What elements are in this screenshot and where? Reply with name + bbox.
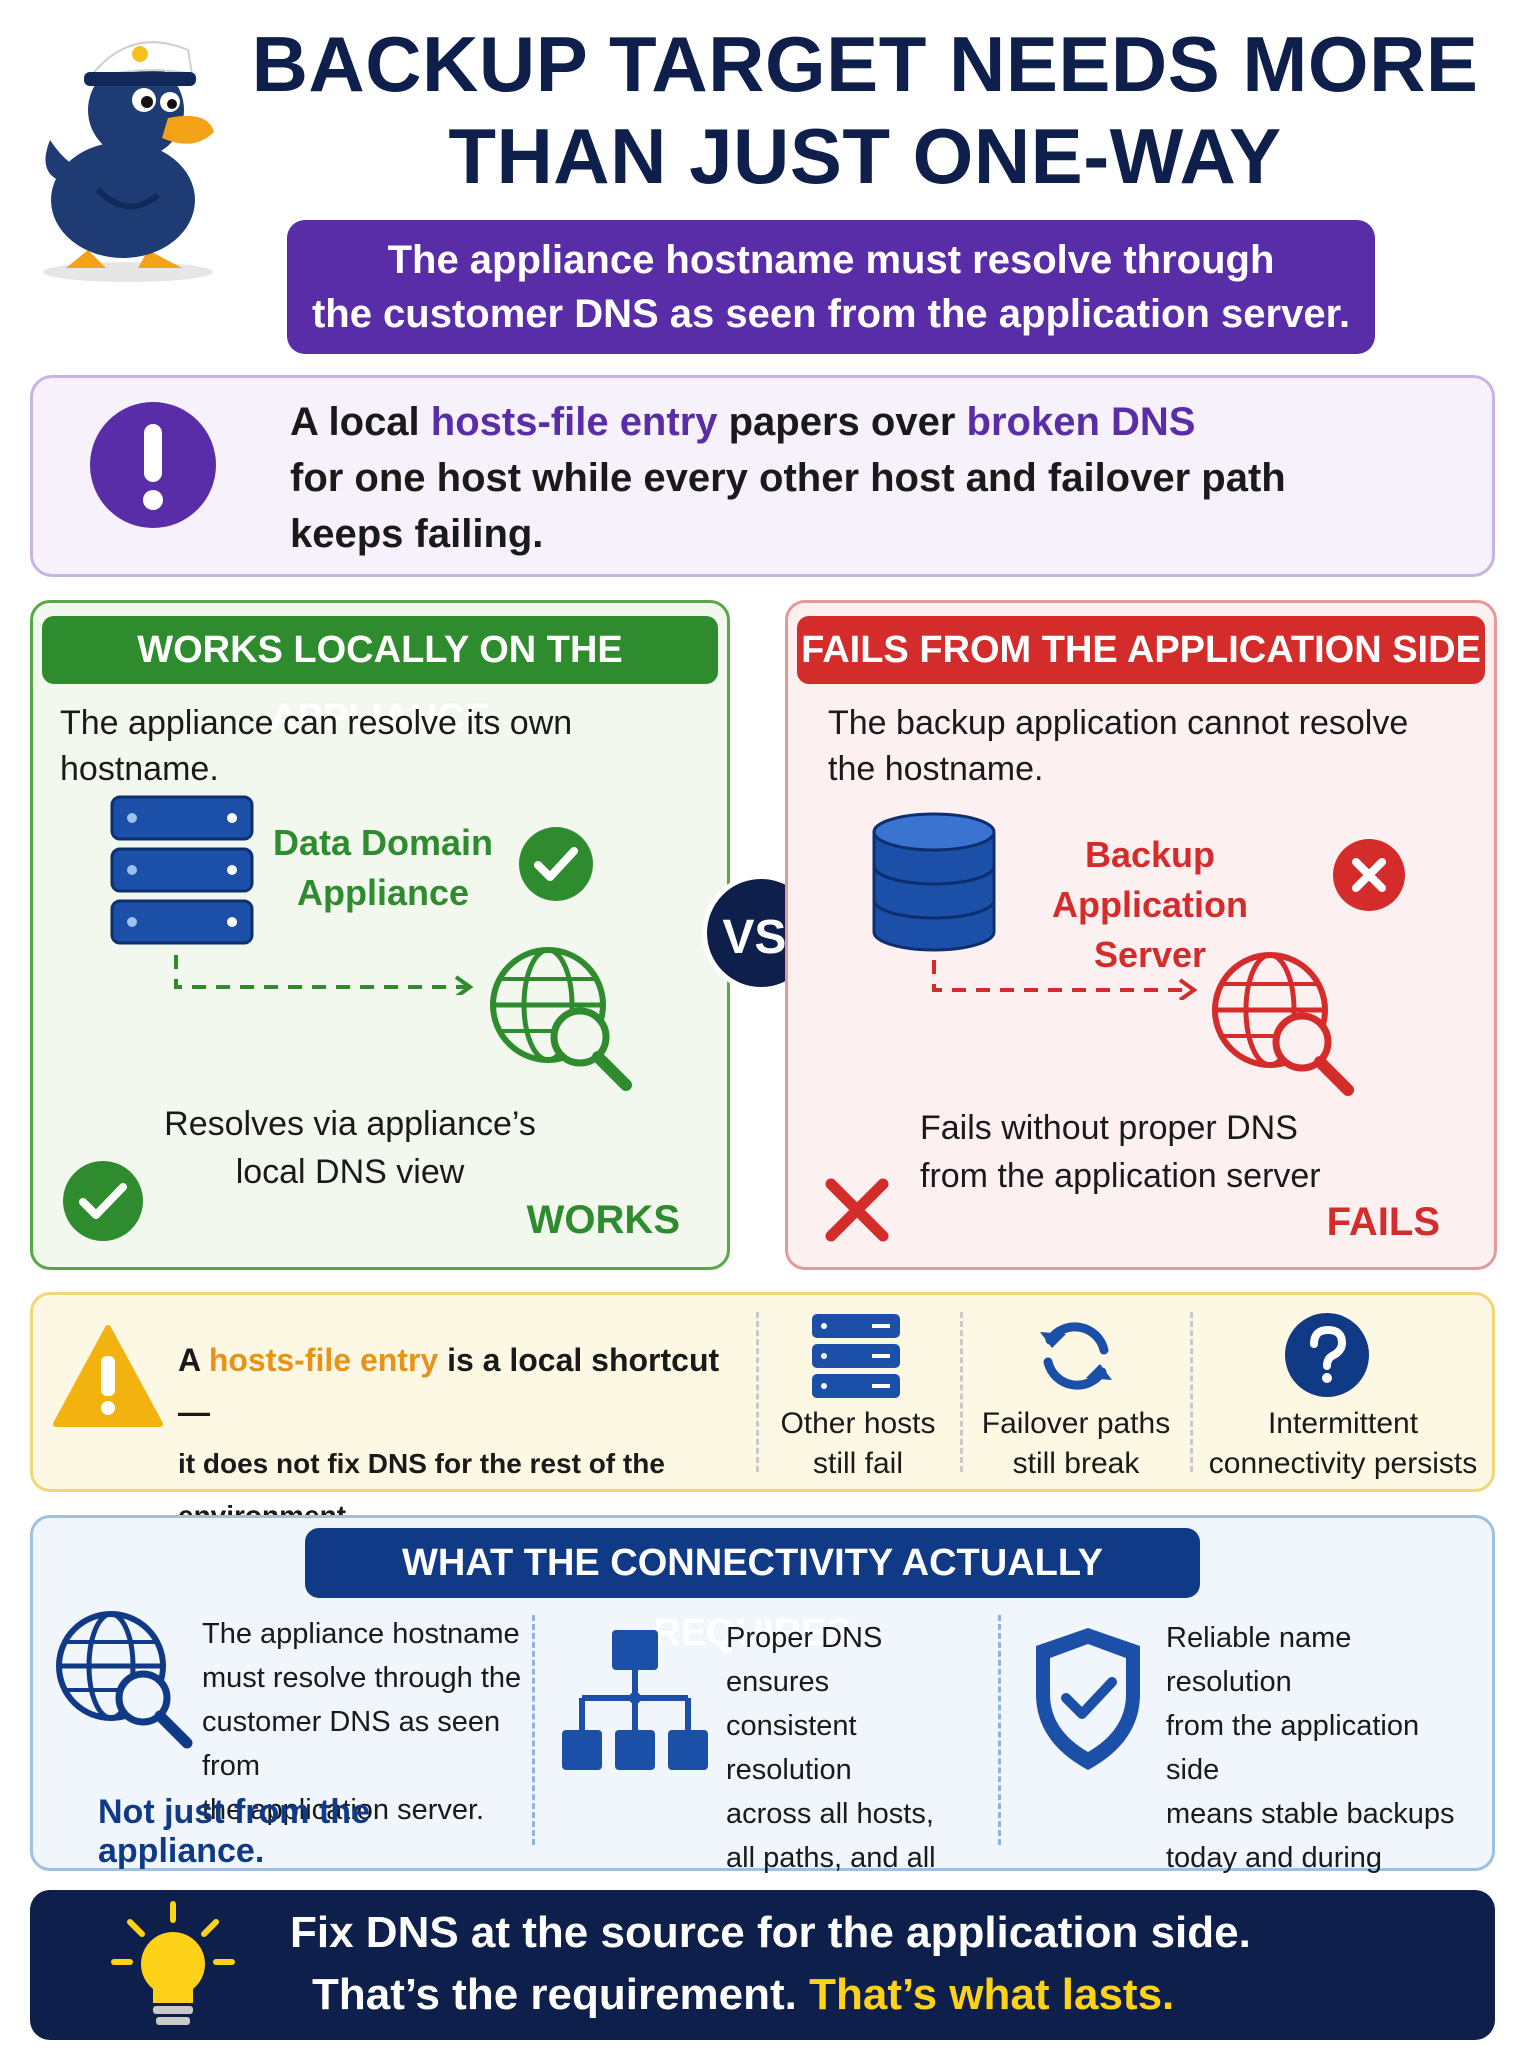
requirement-appliance-text: The appliance hostname must resolve thro… [202, 1612, 522, 1832]
exclamation-icon [90, 402, 216, 528]
hosts-file-highlight: hosts-file entry [208, 1342, 439, 1378]
desc-line-1: The backup application cannot resolve [828, 704, 1409, 742]
server-stack-icon [812, 1314, 900, 1398]
requirement-proper-dns-text: Proper DNS ensures consistent resolution… [726, 1616, 986, 1924]
text-line: customer DNS as seen from [202, 1706, 501, 1782]
fails-status: FAILS [1326, 1200, 1440, 1244]
callout-text-part: papers over [717, 400, 967, 444]
text-line: consistent resolution [726, 1710, 857, 1786]
subtitle-banner: The appliance hostname must resolve thro… [287, 220, 1375, 354]
dashed-arrow-icon [174, 955, 474, 995]
x-circle-icon [1333, 839, 1405, 911]
caption-line-1: Fails without proper DNS [920, 1109, 1298, 1147]
other-hosts-label: Other hosts still fail [760, 1404, 956, 1484]
label-line-1: Other hosts [780, 1407, 936, 1440]
label-line-1: Failover paths [981, 1407, 1171, 1440]
caption-line-1: Resolves via appliance’s [164, 1105, 536, 1143]
data-domain-appliance-label: Data Domain Appliance [268, 818, 498, 918]
globe-search-icon [56, 1611, 193, 1749]
not-just-appliance-emphasis: Not just from the appliance. [98, 1793, 370, 1870]
divider [756, 1312, 759, 1472]
subtitle-line-1: The appliance hostname must resolve thro… [387, 238, 1275, 282]
footer-highlight: That’s what lasts. [809, 1970, 1175, 2019]
lightbulb-icon [111, 1901, 235, 2025]
title-line-1: BACKUP TARGET NEEDS MORE [251, 20, 1479, 108]
caption-line-2: from the application server [920, 1157, 1321, 1195]
hosts-file-highlight: hosts-file entry [430, 400, 718, 444]
backup-application-server-label: Backup Application Server [1010, 830, 1290, 980]
fails-application-header: FAILS FROM THE APPLICATION SIDE [797, 616, 1485, 684]
x-mark-icon [825, 1178, 889, 1242]
text-line: the application server. [202, 1794, 485, 1826]
appliance-label-line-2: Appliance [296, 872, 470, 913]
check-circle-icon [519, 827, 593, 901]
label-line-1: Intermittent [1267, 1407, 1419, 1440]
strip-text: A hosts-file entry is a local shortcut— … [178, 1334, 748, 1542]
failover-paths-label: Failover paths still break [965, 1404, 1187, 1484]
works-status: WORKS [526, 1198, 680, 1242]
text-line: Reliable name resolution [1166, 1622, 1352, 1698]
check-circle-icon [63, 1161, 143, 1241]
text-line: all paths, and all [726, 1842, 936, 1874]
refresh-icon [1040, 1322, 1112, 1390]
callout-text-part: A local [290, 400, 431, 444]
database-icon [872, 812, 996, 952]
text-line: from the application side [1166, 1710, 1420, 1786]
text-line: across all hosts, [726, 1798, 934, 1830]
works-locally-description: The appliance can resolve its own hostna… [60, 704, 573, 788]
footer-line-1: Fix DNS at the source for the applicatio… [290, 1908, 1251, 1957]
footer-text: Fix DNS at the source for the applicatio… [290, 1902, 1440, 2026]
duck-mascot-icon [43, 41, 214, 282]
callout-text: A local hosts-file entry papers over bro… [290, 394, 1440, 562]
text-line: means stable backups [1166, 1798, 1455, 1830]
label-line-2: still break [1012, 1447, 1140, 1480]
divider [960, 1312, 963, 1472]
divider [998, 1615, 1001, 1845]
strip-text-part: is a local shortcut— [178, 1342, 720, 1430]
text-line: must resolve through the [202, 1662, 522, 1694]
fails-application-description: The backup application cannot resolve th… [828, 700, 1468, 792]
footer-banner [30, 1890, 1495, 2040]
label-line-2: still fail [812, 1447, 903, 1480]
caption-line-2: local DNS view [235, 1153, 465, 1191]
appliance-label-line-1: Data Domain [272, 822, 494, 863]
text-line: Proper DNS ensures [726, 1622, 883, 1698]
shield-check-icon [1036, 1628, 1140, 1770]
divider [1190, 1312, 1193, 1472]
text-line: The appliance hostname [202, 1618, 520, 1650]
works-locally-header: WORKS LOCALLY ON THE APPLIANCE [42, 616, 718, 739]
broken-dns-highlight: broken DNS [966, 400, 1196, 444]
text-line: today and during [1166, 1842, 1383, 1874]
footer-line-2-part: That’s the requirement. [312, 1970, 810, 2019]
dashed-arrow-icon [932, 960, 1198, 1000]
question-icon [1285, 1313, 1369, 1397]
intermittent-connectivity-label: Intermittent connectivity persists [1195, 1404, 1491, 1484]
server-label-line-1: Backup Application [1052, 834, 1248, 925]
server-rack-icon [110, 795, 254, 945]
requirements-header: WHAT THE CONNECTIVITY ACTUALLY REQUIRES [305, 1528, 1200, 1654]
hosts-file-warning-strip [30, 1292, 1495, 1492]
strip-text-part: A [178, 1342, 209, 1378]
desc-line-2: the hostname. [828, 750, 1044, 788]
label-line-2: connectivity persists [1208, 1447, 1478, 1480]
divider [532, 1615, 535, 1845]
server-label-line-2: Server [1093, 934, 1207, 975]
warning-triangle-icon [53, 1325, 163, 1427]
fails-application-caption: Fails without proper DNS from the applic… [920, 1104, 1340, 1200]
network-hierarchy-icon [562, 1630, 708, 1770]
callout-line-2: for one host while every other host and … [290, 456, 1286, 500]
subtitle-line-2: the customer DNS as seen from the applic… [311, 292, 1351, 336]
globe-search-icon [1212, 952, 1354, 1096]
works-locally-caption: Resolves via appliance’s local DNS view [140, 1100, 560, 1196]
callout-line-3: keeps failing. [290, 512, 544, 556]
globe-search-icon [490, 947, 632, 1091]
requirement-reliable-resolution-text: Reliable name resolution from the applic… [1166, 1616, 1476, 1924]
warning-callout [30, 375, 1495, 577]
